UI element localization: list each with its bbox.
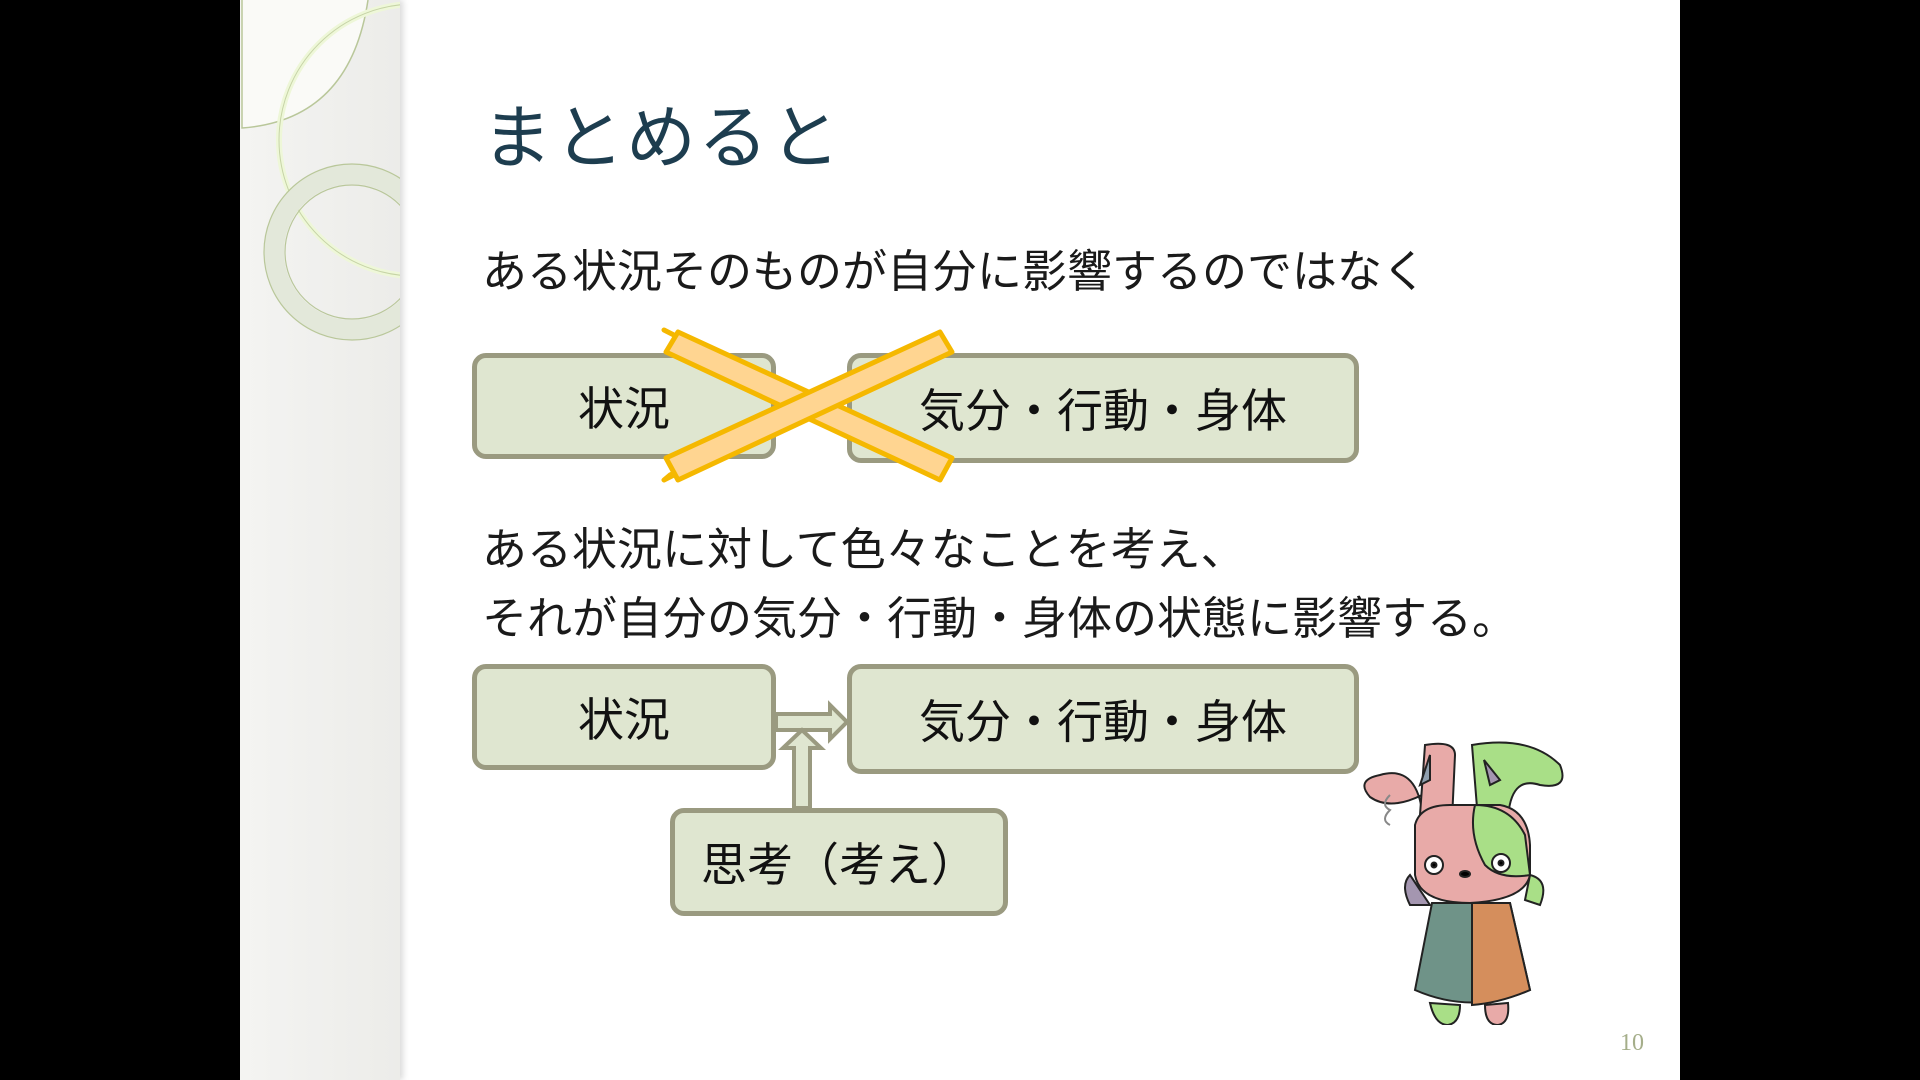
statement-3: それが自分の気分・行動・身体の状態に影響する。 [482, 592, 1518, 645]
up-arrow-icon [777, 727, 827, 810]
page-number: 10 [1620, 1030, 1644, 1056]
mood-behavior-body-box-2: 気分・行動・身体 [847, 664, 1359, 774]
statement-2: ある状況に対して色々なことを考え、 [482, 523, 1246, 576]
slide: まとめると ある状況そのものが自分に影響するのではなく 状況 気分・行動・身体 … [240, 0, 1680, 1080]
thought-box: 思考（考え） [670, 808, 1008, 916]
decorative-circles [241, 0, 400, 341]
situation-box-2: 状況 [472, 664, 776, 770]
right-arrow-icon [774, 700, 850, 744]
patchwork-rabbit-illustration [1363, 741, 1564, 1025]
arrows [774, 700, 850, 810]
statement-1: ある状況そのものが自分に影響するのではなく [482, 245, 1428, 298]
slide-title: まとめると [482, 97, 842, 179]
